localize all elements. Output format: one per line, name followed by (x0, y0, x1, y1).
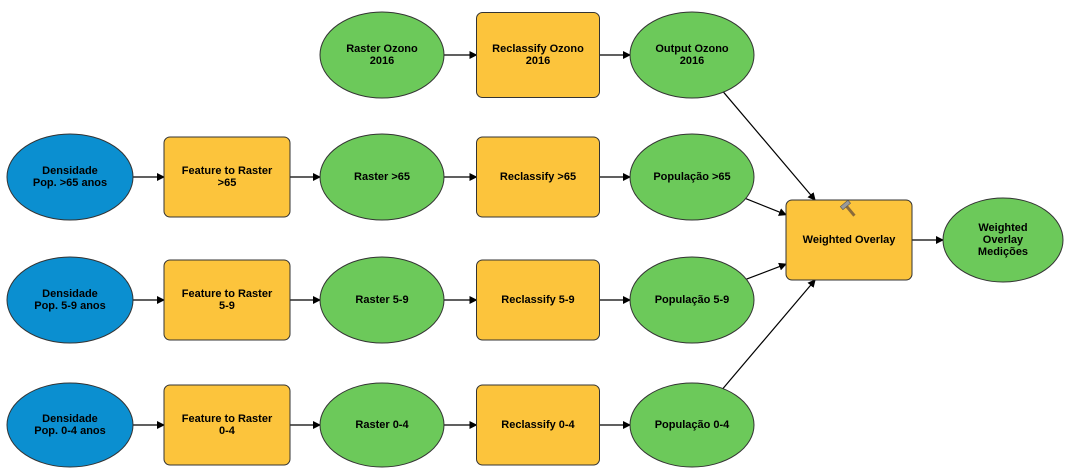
tool-reclassify-5-9[interactable] (476, 259, 600, 341)
tool-reclassify-ozono-2016[interactable] (476, 12, 600, 98)
derived-data-raster-65[interactable] (319, 133, 445, 221)
tool-feature-to-raster-65[interactable] (163, 136, 291, 218)
input-data-densidade-65[interactable] (6, 133, 134, 221)
tool-reclassify-0-4[interactable] (476, 384, 600, 466)
tool-feature-to-raster-0-4[interactable] (163, 384, 291, 466)
derived-data-raster-ozono-2016[interactable] (319, 11, 445, 99)
connector-populacao_5_9-to-weighted_overlay[interactable] (746, 262, 787, 280)
derived-data-raster-5-9[interactable] (319, 256, 445, 344)
derived-data-populacao-5-9[interactable] (629, 256, 755, 344)
tool-feature-to-raster-5-9[interactable] (163, 259, 291, 341)
connectors (133, 51, 944, 429)
derived-data-raster-0-4[interactable] (319, 382, 445, 468)
icons (839, 199, 856, 217)
derived-data-populacao-0-4[interactable] (629, 382, 755, 468)
model-elements (6, 11, 1064, 468)
input-data-densidade-5-9[interactable] (6, 256, 134, 344)
tool-reclassify-65[interactable] (476, 136, 600, 218)
derived-data-output-ozono-2016[interactable] (629, 11, 755, 99)
tool-weighted-overlay[interactable] (785, 199, 913, 281)
connector-populacao_0_4-to-weighted_overlay[interactable] (722, 279, 816, 389)
hammer-icon (839, 199, 856, 217)
connector-populacao_65-to-weighted_overlay[interactable] (745, 197, 787, 216)
derived-data-populacao-65[interactable] (629, 133, 755, 221)
connector-output_ozono_2016-to-weighted_overlay[interactable] (722, 91, 816, 201)
input-data-densidade-0-4[interactable] (6, 382, 134, 468)
derived-data-weighted-overlay-medicoes[interactable] (942, 197, 1064, 283)
